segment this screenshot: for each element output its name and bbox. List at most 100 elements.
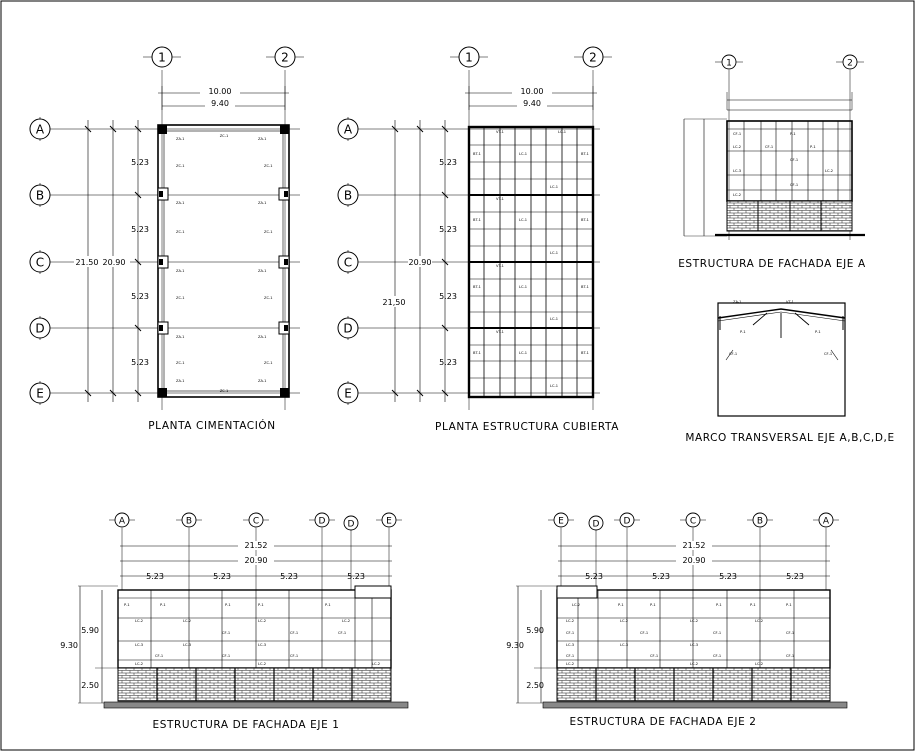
axis-label: D (348, 520, 355, 530)
svg-text:ZA-1: ZA-1 (733, 300, 741, 304)
svg-text:CF-1: CF-1 (790, 158, 798, 162)
svg-text:VT-1: VT-1 (496, 330, 504, 334)
axis-label: B (344, 189, 352, 203)
dim-span: 5.23 (439, 292, 457, 301)
axis-label: A (344, 123, 353, 137)
svg-text:LC-2: LC-2 (755, 619, 763, 623)
svg-text:ZC-1: ZC-1 (176, 164, 185, 168)
axis-bubble-2: 2 (836, 54, 864, 70)
svg-text:CF-1: CF-1 (824, 352, 832, 356)
svg-text:CF-1: CF-1 (640, 631, 648, 635)
axis-bubble-D: D (309, 512, 335, 528)
svg-text:ZC-1: ZC-1 (264, 164, 273, 168)
axis-label: E (36, 387, 44, 401)
svg-text:BT-1: BT-1 (473, 285, 481, 289)
svg-text:LC-3: LC-3 (135, 643, 143, 647)
svg-text:LC-3: LC-3 (690, 643, 698, 647)
axis-bubble-A: A (109, 512, 135, 528)
axis-bubble-2: 2 (574, 46, 612, 68)
roof-straps (469, 144, 593, 379)
svg-text:LC-2: LC-2 (566, 619, 574, 623)
svg-text:ZC-1: ZC-1 (264, 230, 273, 234)
dim-span: 5.23 (439, 158, 457, 167)
dim-span: 5.23 (786, 572, 804, 581)
svg-text:CF-1: CF-1 (338, 631, 346, 635)
dim-total-outer: 21.52 (245, 541, 268, 550)
svg-text:ZA-1: ZA-1 (258, 379, 266, 383)
view-planta-cubierta: 1 2 10.00 9.40 A B C (337, 46, 619, 433)
axis-bubble-E: E (376, 512, 402, 528)
axis-label: C (690, 517, 696, 527)
dim-total-outer: 21.52 (683, 541, 706, 550)
svg-text:P-1: P-1 (258, 603, 264, 607)
dim-height-lower: 2.50 (81, 681, 99, 690)
svg-text:BT-1: BT-1 (581, 351, 589, 355)
dim-height-lower: 2.50 (526, 681, 544, 690)
svg-text:ZA-1: ZA-1 (176, 335, 184, 339)
svg-text:LC-2: LC-2 (372, 662, 380, 666)
svg-text:LC-1: LC-1 (550, 384, 558, 388)
axis-label: C (36, 256, 44, 270)
svg-text:CF-1: CF-1 (222, 631, 230, 635)
footings (157, 125, 290, 397)
svg-text:LC-1: LC-1 (519, 218, 527, 222)
svg-text:CF-1: CF-1 (786, 654, 794, 658)
svg-text:LC-2: LC-2 (572, 603, 580, 607)
dim-span: 5.23 (131, 292, 149, 301)
svg-text:LC-2: LC-2 (755, 662, 763, 666)
dim-span: 5.23 (585, 572, 603, 581)
dim-span: 5.23 (439, 358, 457, 367)
svg-text:CF-1: CF-1 (713, 631, 721, 635)
dim-span: 5.23 (280, 572, 298, 581)
svg-text:LC-2: LC-2 (620, 619, 628, 623)
view-title: PLANTA ESTRUCTURA CUBIERTA (435, 421, 619, 433)
axis-label: 1 (465, 51, 473, 65)
dim-height-total: 9.30 (506, 641, 524, 650)
view-planta-cimentacion: 1 2 10.00 9.40 A B (29, 46, 304, 432)
axis-label: B (36, 189, 44, 203)
svg-text:LC-2: LC-2 (690, 662, 698, 666)
svg-text:LC-2: LC-2 (258, 662, 266, 666)
axis-label: D (343, 322, 352, 336)
svg-text:P-1: P-1 (750, 603, 756, 607)
svg-text:BT-1: BT-1 (581, 285, 589, 289)
svg-text:CF-1: CF-1 (650, 654, 658, 658)
dim-height-total: 9.30 (60, 641, 78, 650)
svg-text:VT-1: VT-1 (786, 300, 794, 304)
view-title: ESTRUCTURA DE FACHADA EJE 2 (569, 716, 756, 728)
svg-text:LC-2: LC-2 (733, 145, 741, 149)
axis-label: 1 (158, 51, 166, 65)
dim-height-upper: 5.90 (526, 626, 544, 635)
axis-label: 2 (281, 51, 289, 65)
svg-text:VT-1: VT-1 (496, 197, 504, 201)
svg-text:CF-1: CF-1 (155, 654, 163, 658)
dim-span: 5.23 (719, 572, 737, 581)
svg-text:LC-2: LC-2 (342, 619, 350, 623)
svg-text:ZC-1: ZC-1 (220, 134, 229, 138)
svg-text:ZC-1: ZC-1 (220, 389, 229, 393)
axis-label: 2 (847, 59, 853, 69)
axis-label: A (119, 517, 126, 527)
svg-text:P-1: P-1 (160, 603, 166, 607)
svg-text:VT-1: VT-1 (496, 130, 504, 134)
svg-text:ZA-1: ZA-1 (258, 269, 266, 273)
svg-text:LC-2: LC-2 (825, 169, 833, 173)
svg-text:LC-2: LC-2 (135, 619, 143, 623)
svg-text:ZC-1: ZC-1 (264, 296, 273, 300)
axis-bubble-B: B (176, 512, 202, 528)
svg-text:CF-1: CF-1 (566, 631, 574, 635)
svg-text:LC-1: LC-1 (550, 251, 558, 255)
row-axis-B: B (29, 183, 300, 207)
svg-text:LC-2: LC-2 (135, 662, 143, 666)
svg-text:P-1: P-1 (786, 603, 792, 607)
dim-span: 5.23 (213, 572, 231, 581)
svg-text:LC-2: LC-2 (183, 619, 191, 623)
svg-text:ZA-1: ZA-1 (176, 269, 184, 273)
view-marco-transversal: ZA-1 VT-1 P-1 P-1 CF-1 CF-1 MARCO TRANSV… (685, 300, 894, 444)
row-axis-E: E (337, 381, 600, 405)
svg-text:LC-2: LC-2 (733, 193, 741, 197)
svg-text:CF-1: CF-1 (566, 654, 574, 658)
dim-total-inner: 20.90 (409, 258, 432, 267)
